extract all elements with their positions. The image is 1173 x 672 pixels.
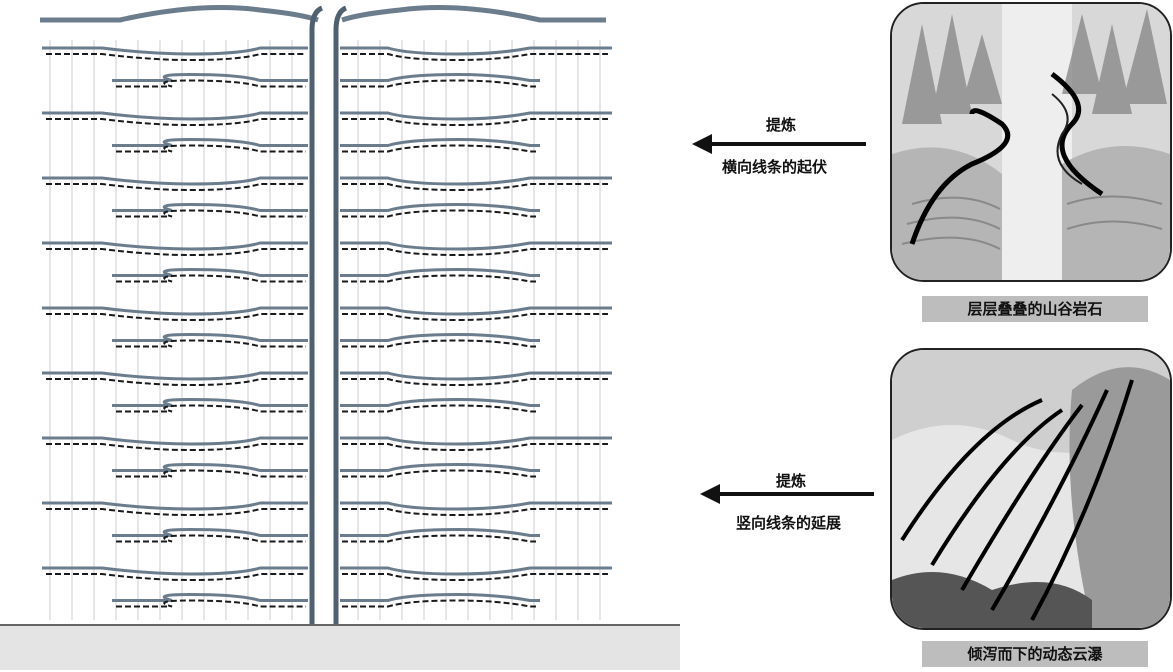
floor-slab-left: [42, 436, 308, 446]
photo-cloud-waterfall: [890, 348, 1172, 630]
floor-slab-left: [42, 306, 308, 316]
floor-slab-right: [340, 566, 612, 576]
balcony-dashed-left: [116, 404, 306, 413]
floor-slab-right: [340, 46, 612, 56]
balcony-dashed-left: [116, 599, 306, 608]
floor-slab-left: [42, 241, 308, 251]
balcony-dashed-left: [116, 534, 306, 543]
arrow-label-verb-bottom: 提炼: [776, 472, 807, 490]
balcony-dashed-right: [342, 53, 608, 62]
balcony-dashed-right: [342, 183, 608, 192]
floor-slab-right: [340, 501, 612, 511]
floor-slab-left: [112, 267, 308, 277]
balcony-dashed-right: [342, 573, 608, 582]
floor-slab-right: [340, 72, 540, 82]
balcony-dashed-left: [46, 313, 306, 322]
balcony-dashed-right: [342, 534, 536, 543]
arrow-group-horizontal: 提炼 横向线条的起伏: [692, 108, 882, 178]
floor-slab-left: [112, 462, 308, 472]
caption-cloud-waterfall: 倾泻而下的动态云瀑: [922, 641, 1148, 667]
balcony-dashed-right: [342, 339, 536, 348]
balcony-dashed-left: [116, 469, 306, 478]
balcony-dashed-left: [116, 339, 306, 348]
arrow-label-result-bottom: 竖向线条的延展: [736, 514, 842, 532]
central-spine-left: [309, 5, 324, 624]
floor-slab-left: [42, 111, 308, 121]
balcony-dashed-right: [342, 599, 536, 608]
floor-slab-right: [340, 176, 612, 186]
floor-slab-right: [340, 267, 540, 277]
balcony-dashed-right: [342, 378, 608, 387]
floor-slab-right: [340, 241, 612, 251]
arrow-left-icon: [692, 134, 866, 154]
floor-slab-right: [340, 137, 540, 147]
balcony-dashed-right: [342, 79, 536, 88]
floor-slab-left: [112, 137, 308, 147]
building-facade: [40, 5, 612, 624]
balcony-dashed-right: [342, 313, 608, 322]
balcony-dashed-left: [116, 209, 306, 218]
balcony-dashed-right: [342, 248, 608, 257]
floor-slab-left: [112, 397, 308, 407]
floor-slab-right: [340, 436, 612, 446]
balcony-dashed-left: [46, 118, 306, 127]
photo-valley-rocks: [890, 2, 1172, 282]
floor-slab-right: [340, 202, 540, 212]
floor-slab-right: [340, 397, 540, 407]
balcony-dashed-right: [342, 209, 536, 218]
floor-slab-left: [42, 46, 308, 56]
balcony-dashed-right: [342, 443, 608, 452]
central-spine-right: [333, 5, 348, 624]
floor-slab-left: [42, 501, 308, 511]
arrow-label-result-top: 横向线条的起伏: [722, 158, 828, 176]
ground-strip: [0, 624, 680, 670]
balcony-dashed-left: [116, 79, 306, 88]
balcony-dashed-left: [46, 378, 306, 387]
floor-slab-right: [340, 306, 612, 316]
floor-slab-left: [42, 371, 308, 381]
floor-slab-right: [340, 527, 540, 537]
balcony-dashed-right: [342, 404, 536, 413]
balcony-dashed-right: [342, 118, 608, 127]
floor-slab-right: [340, 111, 612, 121]
floor-slab-right: [340, 462, 540, 472]
balcony-dashed-left: [46, 573, 306, 582]
balcony-dashed-left: [46, 53, 306, 62]
floor-slab-right: [340, 371, 612, 381]
arrow-left-icon: [700, 484, 874, 504]
floor-slab-left: [112, 72, 308, 82]
caption-valley-rocks: 层层叠叠的山谷岩石: [922, 296, 1148, 322]
floor-slab-left: [112, 332, 308, 342]
roof-right-curve: [341, 5, 606, 23]
balcony-dashed-left: [46, 508, 306, 517]
balcony-dashed-left: [46, 248, 306, 257]
floor-slab-left: [42, 176, 308, 186]
curve-right-bold: [1050, 72, 1104, 197]
balcony-dashed-left: [46, 183, 306, 192]
floor-slab-left: [112, 202, 308, 212]
arrow-label-verb-top: 提炼: [766, 116, 797, 134]
curve-left-bold: [909, 108, 1011, 245]
floor-slab-right: [340, 332, 540, 342]
roof-left-curve: [40, 5, 319, 23]
balcony-dashed-left: [46, 443, 306, 452]
floor-slab-left: [42, 566, 308, 576]
floor-slab-right: [340, 592, 540, 602]
balcony-dashed-right: [342, 274, 536, 283]
balcony-dashed-left: [116, 144, 306, 153]
balcony-dashed-right: [342, 144, 536, 153]
balcony-dashed-right: [342, 469, 536, 478]
arrow-group-vertical: 提炼 竖向线条的延展: [700, 468, 890, 538]
balcony-dashed-right: [342, 508, 608, 517]
facade-drawing: [40, 5, 612, 624]
floor-slab-left: [112, 527, 308, 537]
floor-slab-left: [112, 592, 308, 602]
balcony-dashed-left: [116, 274, 306, 283]
